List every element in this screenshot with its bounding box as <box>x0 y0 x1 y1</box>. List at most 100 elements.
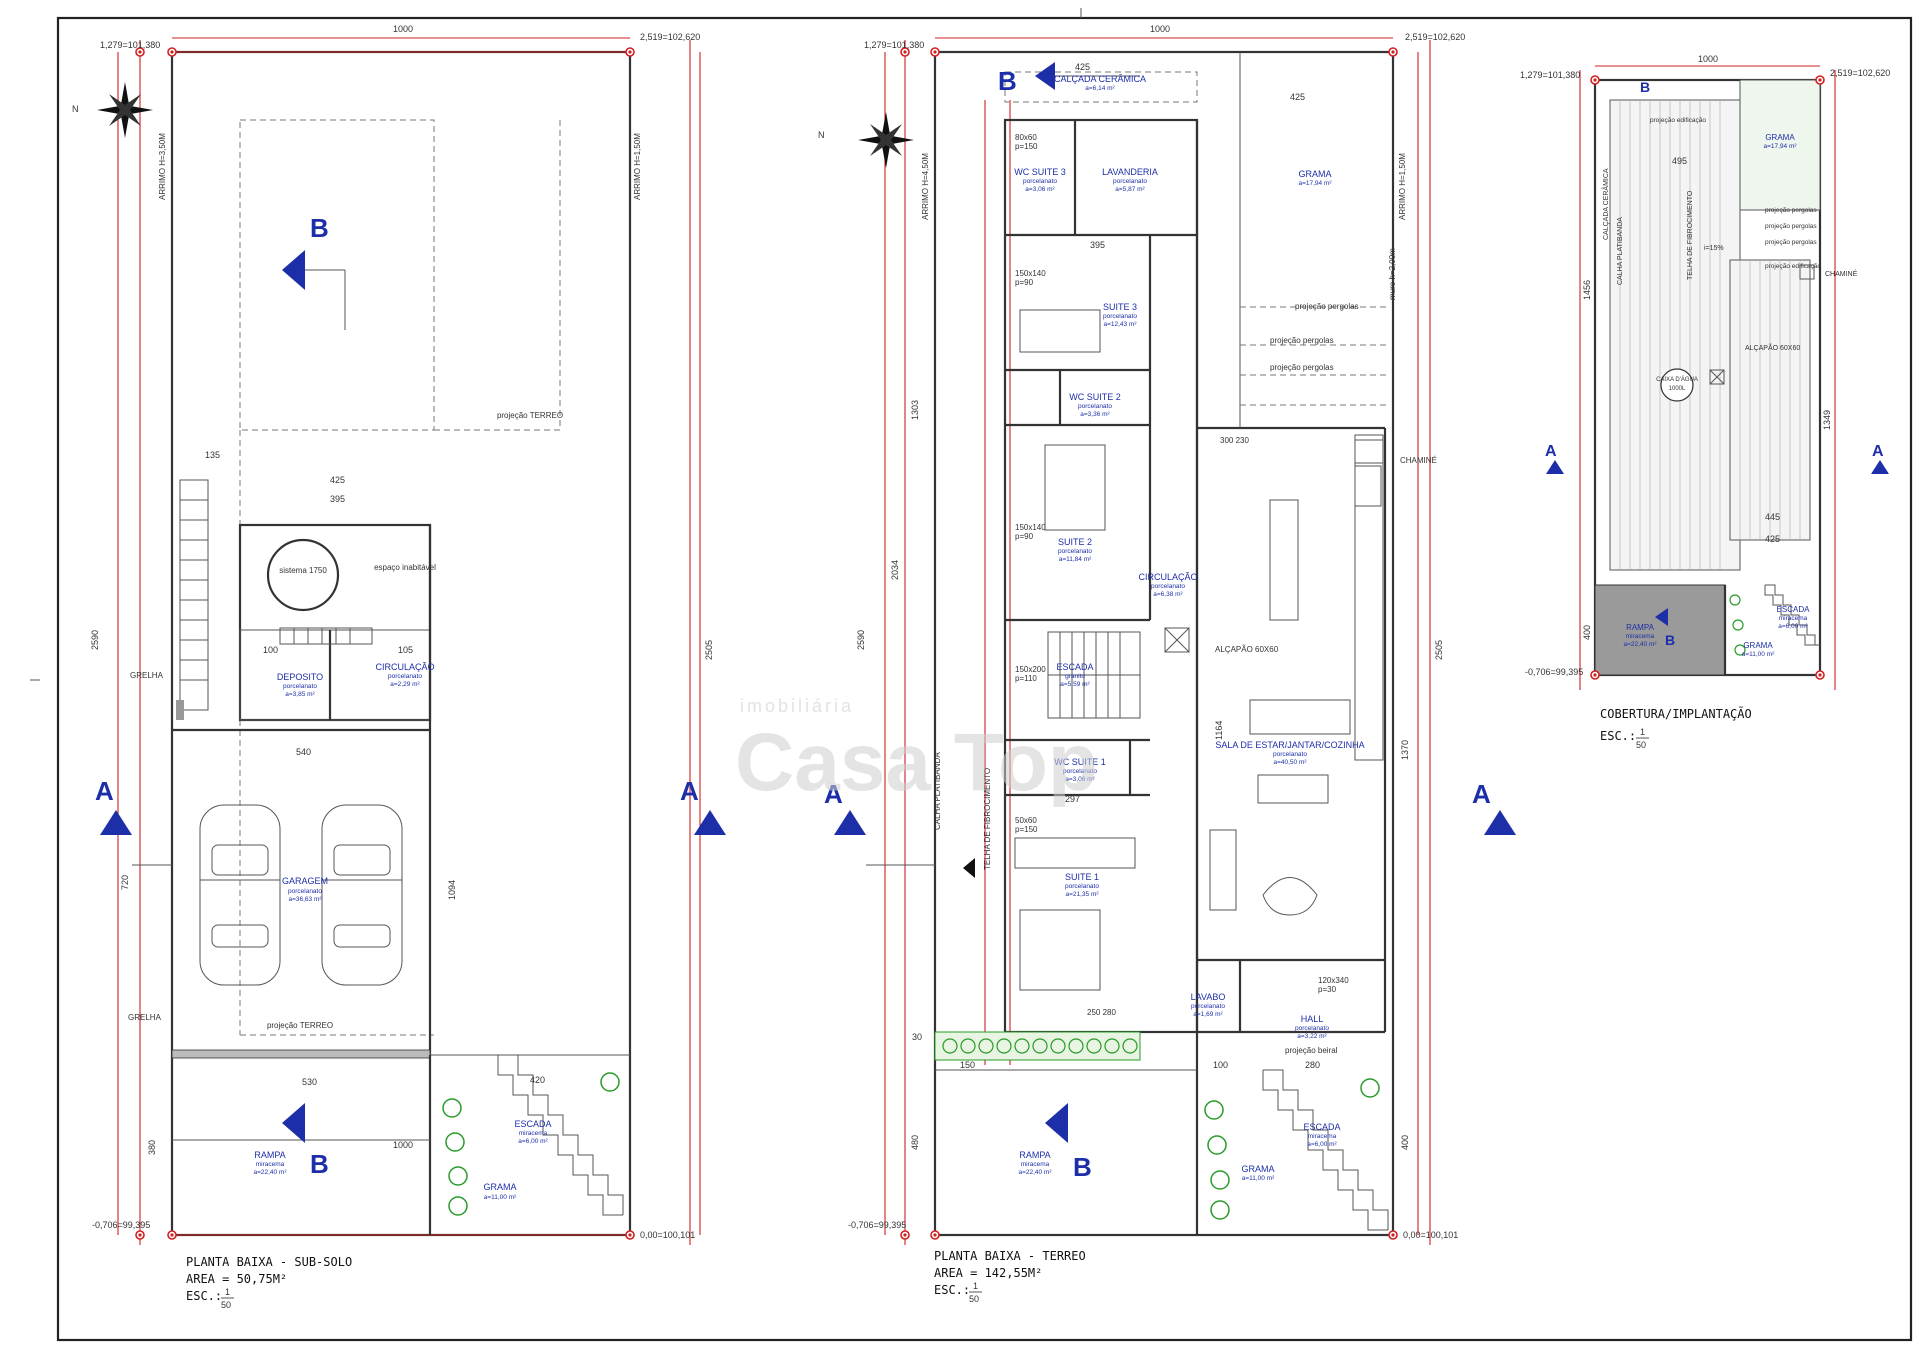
section-a-right-terreo: A <box>1472 779 1491 809</box>
car-right-icon <box>321 804 403 986</box>
room-grama-cobertura-area: a=17,94 m² <box>1763 143 1797 150</box>
section-a-right-cobertura: A <box>1872 443 1884 460</box>
room-escada-bottom-terreo-label: ESCADA <box>1303 1122 1340 1132</box>
dim-425a-terreo: 425 <box>1075 62 1090 72</box>
dim-1303: 1303 <box>910 400 920 420</box>
plan-scale-num-terreo: 1 <box>973 1281 978 1291</box>
note-win5p: p=150 <box>1015 825 1038 834</box>
room-grama2-cobertura-area: a=11,00 m² <box>1742 651 1775 658</box>
room-rampa-cobertura-finish: miracema <box>1626 633 1655 640</box>
coord-tr-cobertura: 2,519=102,620 <box>1830 68 1890 78</box>
dim-1094: 1094 <box>447 880 457 900</box>
dim-530: 530 <box>302 1077 317 1087</box>
dim-495: 495 <box>1672 156 1687 166</box>
room-wcsuite1-finish: porcelanato <box>1063 768 1097 775</box>
room-suite2-area: a=11,84 m² <box>1059 556 1092 563</box>
note-espaco-inabitavel: espaço inabitável <box>374 563 436 572</box>
note-muro: muro h=2,00m <box>1388 248 1397 300</box>
grelha-bottom <box>171 1049 431 1059</box>
note-arrimo-1: ARRIMO H=3,50M <box>158 133 167 200</box>
room-suite3-finish: porcelanato <box>1103 313 1137 320</box>
note-win5: 50x60 <box>1015 816 1037 825</box>
section-a-left-cobertura: A <box>1545 443 1557 460</box>
section-b-arrow <box>282 250 305 290</box>
room-hall-label: HALL <box>1301 1014 1324 1024</box>
sofa-icon <box>1209 829 1237 911</box>
dim-540: 540 <box>296 747 311 757</box>
dim-105: 105 <box>398 645 413 655</box>
room-escada-cobertura-area: a=6,00 m² <box>1778 623 1808 630</box>
room-escada-cobertura-finish: miracema <box>1779 615 1808 622</box>
note-calha-cobertura: CALHA PLATIBANDA <box>1617 217 1624 285</box>
note-win6p: p=30 <box>1318 985 1337 994</box>
note-alcapao: ALÇAPÃO 60X60 <box>1215 645 1279 654</box>
dim-135: 135 <box>205 450 220 460</box>
note-telha-i: i=15% <box>1704 245 1724 252</box>
note-telha-terreo: TELHA DE FIBROCIMENTO <box>983 768 992 870</box>
chimney-cobertura-icon <box>1799 264 1815 280</box>
room-lavanderia-finish: porcelanato <box>1113 178 1147 185</box>
note-win6: 120x340 <box>1318 976 1349 985</box>
note-grelha-1: GRELHA <box>130 671 164 680</box>
dim-top-cobertura: 1000 <box>1698 54 1718 64</box>
coffee-table-icon <box>1262 877 1318 916</box>
dim-395-terreo: 395 <box>1090 240 1105 250</box>
note-pergolas-2: projeção pergolas <box>1270 336 1334 345</box>
section-b-bottom-terreo: B <box>1073 1152 1092 1182</box>
room-lavabo-area: a=1,69 m² <box>1193 1011 1223 1018</box>
room-wcsuite3-area: a=3,06 m² <box>1025 186 1055 193</box>
note-chamine: CHAMINÉ <box>1400 456 1437 465</box>
dim-1456: 1456 <box>1582 280 1592 300</box>
note-grelha-2: GRELHA <box>128 1013 162 1022</box>
plan-title-cobertura: COBERTURA/IMPLANTAÇÃO <box>1600 706 1752 721</box>
north-arrow-terreo-icon <box>858 112 914 168</box>
room-suite3-label: SUITE 3 <box>1103 302 1137 312</box>
car-left-icon <box>199 804 281 986</box>
room-calcada-area: a=6,14 m² <box>1085 85 1115 92</box>
grelha-left <box>176 700 184 720</box>
room-deposito-label: DEPOSITO <box>277 672 323 682</box>
coord-tl-terreo: 1,279=101,380 <box>864 40 924 50</box>
plan-scale-label-terreo: ESC.: <box>934 1283 970 1297</box>
room-sala-area: a=40,50 m² <box>1273 759 1307 766</box>
sheet-border <box>56 16 1913 1342</box>
note-proj5: projeção edificação <box>1765 263 1821 270</box>
watermark-sub: imobiliária <box>740 696 854 716</box>
dim-445-cobertura: 445 <box>1765 512 1780 522</box>
dim-right-terreo: 2505 <box>1434 640 1444 660</box>
room-suite3-area: a=12,43 m² <box>1103 321 1137 328</box>
plan-subsolo: N B B A A 1,279=101,380 2,519=102,620 -0… <box>72 24 726 1310</box>
dim-30-terreo: 30 <box>912 1032 922 1042</box>
room-lavabo-label: LAVABO <box>1191 992 1226 1002</box>
dim-400-cobertura: 400 <box>1582 625 1592 640</box>
note-proj2: projeção pergolas <box>1765 207 1817 214</box>
coord-bl-subsolo: -0,706=99,395 <box>92 1220 150 1230</box>
dim-150-terreo: 150 <box>960 1060 975 1070</box>
room-wcsuite2-finish: porcelanato <box>1078 403 1112 410</box>
note-calcada-cobertura: CALÇADA CERÂMICA <box>1601 168 1610 240</box>
note-win2p: p=90 <box>1015 278 1034 287</box>
note-proj1: projeção edificação <box>1650 117 1706 124</box>
room-rampa-subsolo-label: RAMPA <box>254 1150 285 1160</box>
room-deposito-area: a=3,85 m² <box>285 691 315 698</box>
room-rampa-terreo-finish: miracema <box>1021 1161 1050 1168</box>
alcapao-icon <box>1164 627 1190 653</box>
plan-area-terreo: AREA = 142,55M² <box>934 1266 1042 1280</box>
note-win3p: p=90 <box>1015 532 1034 541</box>
north-label: N <box>72 104 79 114</box>
plan-scale-num-cobertura: 1 <box>1640 727 1645 737</box>
note-caixa-vol: 1000L <box>1669 386 1686 392</box>
section-b-top-cobertura: B <box>1640 79 1650 95</box>
note-win2: 150x140 <box>1015 269 1046 278</box>
section-b-bottom-cobertura: B <box>1665 632 1675 648</box>
plan-scale-num-subsolo: 1 <box>225 1287 230 1297</box>
note-telha-cobertura: TELHA DE FIBROCIMENTO <box>1687 190 1694 280</box>
note-proj3: projeção pergolas <box>1765 223 1817 230</box>
room-sistema-subsolo <box>238 523 432 722</box>
coord-tr-subsolo: 2,519=102,620 <box>640 32 700 42</box>
room-rampa-terreo-area: a=22,40 m² <box>1018 1169 1052 1176</box>
rug-icon <box>1257 774 1329 804</box>
room-wcsuite1-label: WC SUITE 1 <box>1054 757 1106 767</box>
plan-scale-den-terreo: 50 <box>969 1294 979 1304</box>
room-escada-terreo-label: ESCADA <box>1056 662 1093 672</box>
